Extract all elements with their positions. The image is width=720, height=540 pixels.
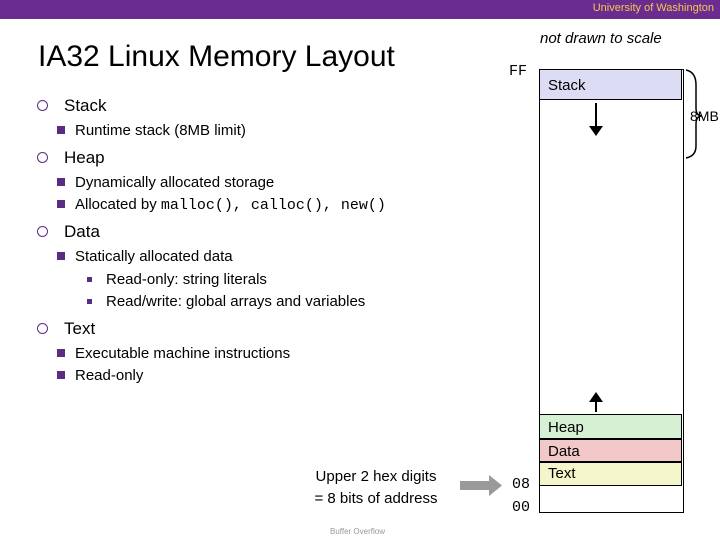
segment-stack: Stack [539, 69, 682, 100]
bullet-text-sub2: Read-only [57, 367, 143, 384]
bullet-stack: Stack [37, 96, 107, 116]
address-caption: Upper 2 hex digits = 8 bits of address [314, 468, 438, 507]
bullet-text: Text [37, 319, 95, 339]
bullet-marker [37, 100, 48, 111]
scale-note: not drawn to scale [540, 30, 662, 47]
bullet-marker [57, 349, 65, 357]
bullet-marker [37, 323, 48, 334]
bullet-marker [37, 226, 48, 237]
bullet-data-readonly: Read-only: string literals [87, 271, 267, 288]
bullet-marker [37, 152, 48, 163]
bullet-data-readwrite: Read/write: global arrays and variables [87, 293, 365, 310]
address-08: 08 [512, 476, 531, 493]
bullet-marker [57, 200, 65, 208]
bullet-heap-sub1: Dynamically allocated storage [57, 174, 274, 191]
header-bar: University of Washington [0, 0, 720, 19]
segment-text: Text [539, 462, 682, 486]
bullet-data-sub: Statically allocated data [57, 248, 233, 265]
heap-grow-arrow [589, 392, 603, 412]
stack-grow-arrow [589, 103, 603, 136]
org-name: University of Washington [592, 2, 714, 14]
bullet-data: Data [37, 222, 100, 242]
address-ff: FF [509, 63, 528, 80]
stack-size-brace [685, 69, 703, 159]
bullet-marker [57, 126, 65, 134]
bullet-heap-sub2: Allocated by malloc(), calloc(), new() [57, 196, 386, 214]
bullet-marker [87, 277, 92, 282]
page-title: IA32 Linux Memory Layout [38, 40, 395, 73]
alloc-functions: malloc(), calloc(), new() [160, 197, 386, 214]
bullet-marker [57, 371, 65, 379]
caption-arrow [460, 475, 502, 496]
bullet-marker [57, 178, 65, 186]
segment-heap: Heap [539, 414, 682, 439]
segment-data: Data [539, 439, 682, 462]
bullet-text-sub1: Executable machine instructions [57, 345, 290, 362]
bullet-marker [87, 299, 92, 304]
address-00: 00 [512, 499, 531, 516]
bullet-marker [57, 252, 65, 260]
footer-label: Buffer Overflow [330, 527, 385, 536]
bullet-stack-sub: Runtime stack (8MB limit) [57, 122, 246, 139]
bullet-heap: Heap [37, 148, 105, 168]
